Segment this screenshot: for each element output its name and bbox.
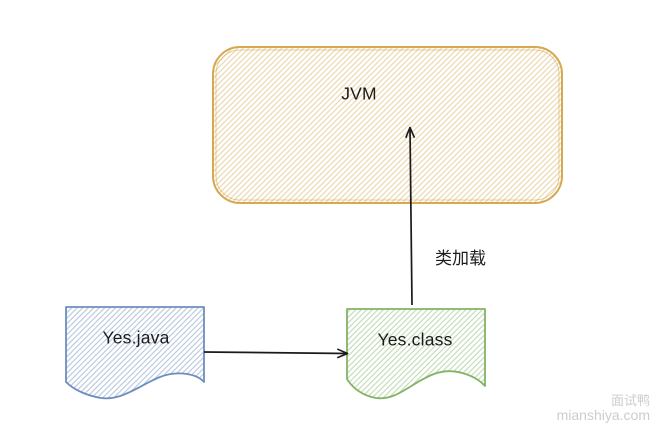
watermark-domain: mianshiya.com (556, 407, 650, 423)
class-load-arrow (405, 126, 416, 306)
jvm-box (212, 46, 563, 204)
jvm-label: JVM (341, 83, 377, 104)
compile-arrow (203, 348, 349, 359)
java-file-shape (65, 306, 205, 400)
class-file-shape (346, 308, 486, 400)
jvm-box-sketch-line (215, 49, 560, 201)
java-file-label: Yes.java (102, 327, 170, 348)
watermark-brand: 面试鸭 (610, 393, 650, 408)
class-file-label: Yes.class (377, 329, 453, 350)
class-load-label: 类加载 (435, 249, 486, 268)
watermark: 面试鸭 mianshiya.com (557, 393, 650, 423)
